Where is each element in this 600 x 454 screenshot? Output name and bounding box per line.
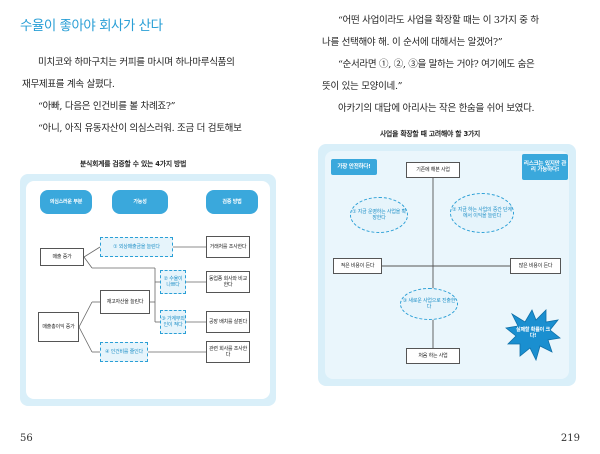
page-number-right: 219 (560, 433, 580, 444)
paragraph-line: “어떤 사업이라도 사업을 확장할 때는 이 3가지 중 하 (338, 15, 539, 26)
axis-new-business: 처음 하는 사업 (406, 348, 460, 364)
possibility-2: ② 수율이 나쁘다 (160, 270, 186, 294)
method-2: 동업종 회사와 비교한다 (206, 271, 250, 293)
method-4: 관련 회사를 조사한다 (206, 341, 250, 363)
header-suspicious: 의심스러운 부분 (40, 190, 92, 214)
header-verification: 검증 방법 (206, 190, 258, 214)
page-number-left: 56 (20, 433, 33, 444)
option-2-bubble: ② 지금 하는 사업의 중간 단계에서 이익을 늘린다 (450, 193, 514, 233)
header-possibility: 가능성 (112, 190, 168, 214)
option-3-bubble: ③ 새로운 사업으로 진출한다 (400, 288, 458, 320)
item-sales-increase: 매출 증가 (40, 248, 84, 266)
paragraph-line: 아카기의 대답에 아리사는 작은 한숨을 쉬어 보였다. (338, 103, 535, 114)
method-3: 공장 배치를 살핀다 (206, 311, 250, 333)
paragraph-line: 뜻이 있는 모양이네.” (322, 81, 403, 92)
chapter-title: 수율이 좋아야 회사가 산다 (20, 18, 163, 34)
axis-large-cost: 많은 비용이 든다 (510, 258, 561, 274)
paragraph-line: 나를 선택해야 해. 이 순서에 대해서는 알겠어?” (322, 37, 503, 48)
paragraph-line: 재무제표를 계속 살폈다. (22, 79, 115, 90)
method-1: 거래처를 조사한다 (206, 236, 250, 258)
item-gross-profit-increase: 매출총이익 증가 (38, 312, 79, 342)
item-inventory-increase: 재고자산을 늘린다 (100, 290, 150, 314)
right-page: “어떤 사업이라도 사업을 확장할 때는 이 3가지 중 하 나를 선택해야 해… (300, 0, 600, 454)
label-safest: 가장 안전하다! (331, 159, 377, 175)
paragraph-line: “아빠, 다음은 인건비를 볼 차례죠?” (38, 101, 176, 112)
possibility-4: ④ 인건비를 줄인다 (100, 342, 148, 362)
diagram-caption: 사업을 확장할 때 고려해야 할 3가지 (380, 130, 481, 138)
possibility-1: ① 외상매출금을 늘린다 (100, 237, 173, 257)
burst-label: 실패할 확률이 크다! (516, 326, 550, 339)
possibility-3: ③ 가계부외인이 적다 (160, 310, 186, 334)
option-1-bubble: ① 지금 운영하는 사업을 확장한다 (350, 197, 408, 233)
paragraph-line: 미치코와 하마구치는 커피를 마시며 하나마루식품의 (38, 57, 235, 68)
axis-existing-business: 기존에 해본 사업 (406, 162, 460, 178)
paragraph-line: “아니, 아직 유동자산이 의심스러워. 조금 더 검토해보 (38, 123, 242, 134)
axis-small-cost: 적은 비용이 든다 (333, 258, 382, 274)
left-page: 수율이 좋아야 회사가 산다 미치코와 하마구치는 커피를 마시며 하나마루식품… (20, 18, 276, 444)
label-risk-manageable: 리스크는 있지만 관리 가능하다! (522, 154, 568, 180)
paragraph-line: “순서라면 ①, ②, ③을 말하는 거야? 여기에도 숨은 (338, 59, 535, 70)
diagram-caption: 분식회계를 검증할 수 있는 4가지 방법 (80, 160, 187, 168)
